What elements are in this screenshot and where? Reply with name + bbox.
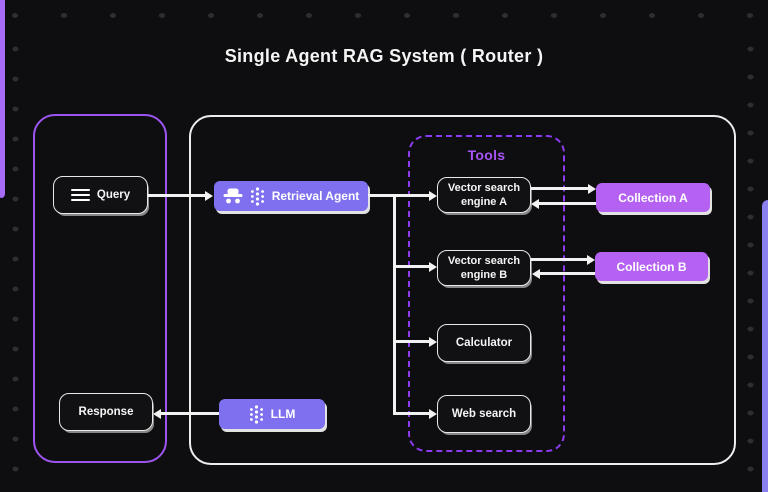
arrow-engine-a-to-collection-a [531, 187, 588, 190]
branch-vertical-line [393, 194, 396, 415]
dot-grid-right [746, 44, 755, 474]
tool-vector-search-engine-a: Vector search engine A [437, 177, 531, 213]
response-node: Response [59, 393, 153, 431]
query-node: Query [53, 176, 148, 214]
llm-node: LLM [219, 399, 325, 429]
agent-icon [223, 188, 243, 204]
tool-label: Web search [451, 407, 517, 420]
collection-b-node: Collection B [595, 252, 708, 281]
tool-label: Vector search engine B [447, 254, 521, 281]
arrowhead [531, 198, 539, 209]
edge-accent-right [762, 200, 768, 492]
edge-accent-left [0, 0, 5, 198]
arrow-branch-to-web-search [393, 412, 429, 415]
arrowhead [532, 268, 540, 279]
agent-system-panel [189, 115, 736, 465]
tools-container [408, 135, 565, 452]
tool-web-search: Web search [437, 395, 531, 433]
arrow-query-to-agent [148, 194, 206, 197]
network-icon [250, 186, 265, 206]
llm-label: LLM [270, 407, 296, 421]
collection-b-label: Collection B [616, 259, 687, 274]
tool-calculator: Calculator [437, 324, 531, 362]
diagram-title: Single Agent RAG System ( Router ) [224, 46, 544, 66]
arrow-llm-to-response [161, 412, 219, 415]
arrow-collection-a-to-engine-a [539, 202, 596, 205]
arrowhead [429, 261, 437, 272]
response-label: Response [78, 405, 134, 418]
query-label: Query [96, 188, 131, 201]
arrowhead [587, 254, 595, 265]
retrieval-agent-label: Retrieval Agent [271, 189, 360, 203]
arrow-agent-to-engine-a [368, 194, 429, 197]
arrowhead [429, 408, 437, 419]
tools-title: Tools [467, 147, 506, 163]
retrieval-agent-node: Retrieval Agent [214, 181, 368, 211]
arrowhead [588, 183, 596, 194]
arrowhead [429, 336, 437, 347]
menu-icon [70, 188, 90, 202]
dot-grid-left [11, 44, 20, 484]
dot-grid-top [10, 11, 758, 20]
io-panel [33, 114, 167, 463]
tool-vector-search-engine-b: Vector search engine B [437, 250, 531, 286]
arrow-collection-b-to-engine-b [540, 272, 595, 275]
arrow-branch-to-calculator [393, 340, 429, 343]
tool-label: Vector search engine A [447, 181, 521, 208]
arrowhead [429, 190, 437, 201]
arrow-branch-to-engine-b [393, 265, 429, 268]
network-icon [249, 404, 264, 424]
arrowhead [205, 190, 213, 201]
tool-label: Calculator [455, 336, 513, 349]
collection-a-node: Collection A [596, 183, 710, 212]
arrow-engine-b-to-collection-b [531, 258, 587, 261]
collection-a-label: Collection A [618, 190, 688, 205]
arrowhead [153, 408, 161, 419]
